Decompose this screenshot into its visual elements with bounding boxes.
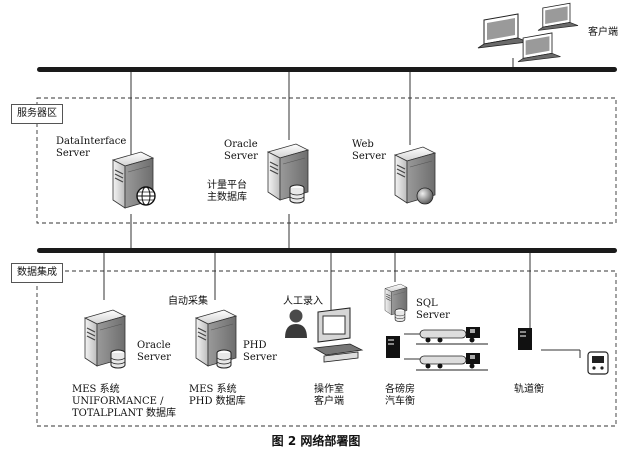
- truck-scale-label: 各磅房 汽车衡: [385, 384, 415, 407]
- auto-collect-label: 自动采集: [168, 296, 208, 307]
- globe-icon: [136, 186, 156, 206]
- manual-entry-label: 人工录入: [283, 296, 323, 307]
- figure-caption: 图 2 网络部署图: [271, 434, 361, 448]
- pc-tower-icon: [518, 328, 532, 350]
- middle-network-bus: [37, 248, 617, 253]
- laptop-icon: [537, 2, 579, 31]
- train-icon: [587, 351, 609, 375]
- metering-db-label: 计量平台 主数据库: [207, 180, 247, 203]
- person-icon: [285, 309, 307, 338]
- rail-scale-label: 轨道衡: [514, 384, 544, 395]
- sql-server-label: SQL Server: [416, 298, 450, 321]
- phd-server-label: PHD Server: [243, 340, 277, 363]
- workstation-icon: [312, 307, 364, 363]
- database-icon: [289, 184, 305, 204]
- database-icon: [216, 349, 232, 369]
- tanker-truck-icon: [419, 352, 481, 369]
- integration-zone-label: 数据集成: [11, 263, 63, 283]
- oracle-server-bottom-label: Oracle Server: [137, 340, 171, 363]
- connector-lines: [103, 58, 581, 360]
- client-label: 客户端: [588, 27, 618, 38]
- mes-phd-db-label: MES 系统 PHD 数据库: [189, 384, 246, 407]
- service-zone-label: 服务器区: [11, 104, 63, 124]
- disk-icon: [416, 187, 434, 205]
- web-server-label: Web Server: [352, 139, 386, 162]
- pc-tower-icon: [386, 336, 400, 358]
- database-icon: [110, 349, 126, 369]
- service-zone-border: [36, 97, 617, 224]
- oracle-server-top-label: Oracle Server: [224, 139, 258, 162]
- top-network-bus: [37, 67, 617, 72]
- laptop-icon: [477, 13, 529, 49]
- datainterface-server-label: DataInterface Server: [56, 136, 127, 159]
- mes-db-label: MES 系统 UNIFORMANCE / TOTALPLANT 数据库: [72, 384, 177, 419]
- database-icon: [394, 308, 406, 322]
- integration-zone-border: [36, 270, 617, 427]
- tanker-truck-icon: [419, 326, 481, 343]
- laptop-icon: [517, 32, 561, 63]
- operator-client-label: 操作室 客户端: [314, 384, 344, 407]
